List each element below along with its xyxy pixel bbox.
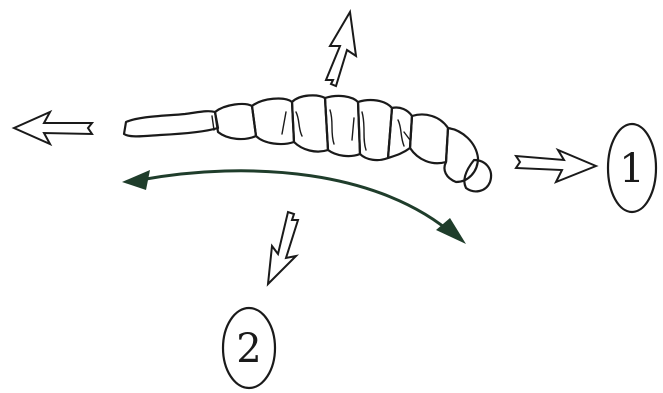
- arrow-left-icon: [11, 109, 95, 147]
- root-segment: [443, 126, 480, 184]
- bend-arrow-icon: [122, 169, 466, 244]
- root-segment: [463, 158, 493, 193]
- marker-2: 2: [221, 306, 277, 390]
- root-segment: [356, 98, 394, 162]
- root-segment: [250, 97, 296, 146]
- segmented-root: [122, 94, 493, 193]
- marker-1-label: 1: [619, 146, 644, 192]
- root-segment: [290, 94, 330, 153]
- bend-arrowhead-right: [436, 218, 466, 244]
- marker-1: 1: [606, 122, 658, 214]
- root-tip: [122, 110, 220, 138]
- marker-2-label: 2: [236, 326, 261, 372]
- root-segment: [323, 94, 362, 158]
- arrow-right-icon: [514, 147, 599, 184]
- root-segment: [213, 102, 258, 141]
- root-segment: [386, 106, 414, 160]
- root-texture: [211, 109, 411, 151]
- arrow-down-icon: [266, 210, 300, 287]
- arrow-up-icon: [324, 9, 358, 88]
- root-segment: [408, 113, 450, 165]
- bend-arrowhead-left: [122, 170, 150, 190]
